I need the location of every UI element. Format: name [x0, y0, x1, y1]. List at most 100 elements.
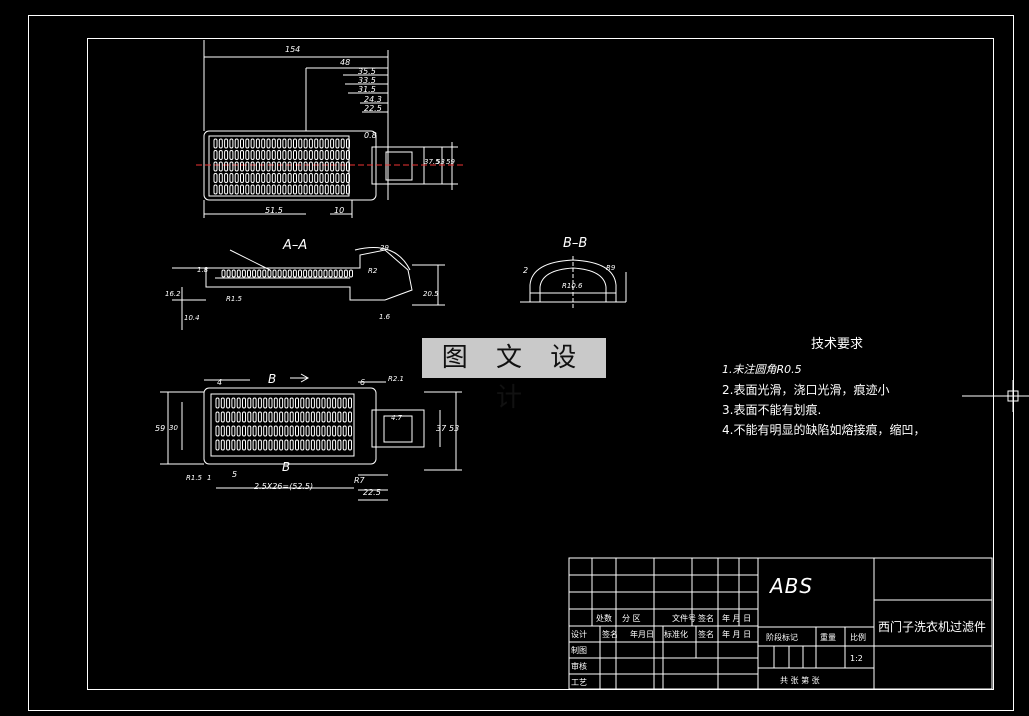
- slot: [293, 138, 297, 149]
- tb-header-cell: 文件号: [672, 614, 696, 623]
- slot: [342, 439, 347, 451]
- slot: [340, 138, 345, 149]
- slot: [308, 150, 313, 160]
- slot: [240, 161, 244, 172]
- slot: [303, 173, 308, 183]
- slot: [292, 269, 297, 278]
- slot: [224, 138, 229, 149]
- slot: [346, 138, 350, 149]
- slot: [298, 138, 303, 149]
- slot: [213, 138, 218, 149]
- slot: [250, 184, 255, 195]
- slot: [229, 138, 234, 149]
- slot: [213, 150, 218, 160]
- slot: [221, 269, 226, 278]
- slot: [252, 439, 257, 451]
- slot: [250, 173, 255, 183]
- top-view: [196, 40, 466, 218]
- tb-stage-label: 阶段标记: [766, 633, 798, 642]
- slot: [220, 439, 225, 451]
- slot: [263, 439, 268, 451]
- dim-label: 5: [232, 470, 238, 479]
- slot: [252, 397, 257, 409]
- slot: [245, 150, 250, 160]
- slot: [335, 150, 340, 160]
- slot: [273, 439, 278, 451]
- slot: [328, 269, 333, 278]
- slot: [263, 397, 268, 409]
- slot: [314, 173, 319, 183]
- tb-design-cell: 年月日: [630, 630, 654, 639]
- dim-label: 53: [449, 424, 460, 433]
- slot: [279, 425, 284, 437]
- slot: [338, 269, 343, 278]
- slot: [310, 425, 315, 437]
- slot: [340, 173, 345, 183]
- slot: [319, 184, 324, 195]
- note-item: 3.表面不能有划痕.: [722, 403, 822, 417]
- slot: [250, 161, 255, 172]
- slot: [267, 269, 272, 278]
- slot: [247, 411, 252, 423]
- slot: [234, 184, 239, 195]
- slot: [236, 425, 241, 437]
- dim-label: 0.8: [364, 131, 377, 140]
- slot: [337, 397, 342, 409]
- slot: [346, 173, 350, 183]
- slot: [308, 161, 313, 172]
- dim-label: R7: [354, 476, 365, 485]
- slot: [236, 269, 241, 278]
- slot: [305, 439, 310, 451]
- slot: [314, 138, 319, 149]
- slot: [215, 411, 220, 423]
- dim-label: 20.5: [423, 290, 439, 298]
- slot: [303, 269, 308, 278]
- slot: [257, 439, 262, 451]
- slot: [261, 184, 266, 195]
- slot: [335, 138, 340, 149]
- section-aa-label: A–A: [283, 238, 308, 253]
- slot: [252, 411, 257, 423]
- slot: [348, 439, 352, 451]
- dim-label: 33.5: [358, 76, 376, 85]
- slot: [340, 184, 345, 195]
- slot: [240, 173, 244, 183]
- slot: [298, 173, 303, 183]
- slot: [252, 269, 257, 278]
- slot: [298, 269, 302, 278]
- slot: [318, 269, 323, 278]
- slot: [255, 150, 260, 160]
- slot: [313, 269, 318, 278]
- slot: [303, 184, 308, 195]
- slot: [268, 411, 273, 423]
- slot: [300, 425, 305, 437]
- slot: [316, 439, 321, 451]
- slot: [268, 439, 273, 451]
- slot: [282, 150, 287, 160]
- slot: [282, 138, 287, 149]
- slot: [342, 397, 347, 409]
- slot: [330, 184, 335, 195]
- slot: [340, 161, 345, 172]
- section-bb-view: [520, 256, 627, 310]
- slot: [289, 397, 294, 409]
- slot: [310, 411, 315, 423]
- slot: [229, 173, 234, 183]
- slot: [282, 161, 287, 172]
- slot: [332, 411, 337, 423]
- slot: [266, 161, 271, 172]
- tb-sheets: 共 张 第 张: [780, 676, 820, 685]
- slot: [271, 150, 276, 160]
- slot: [287, 173, 292, 183]
- tb-row-label: 审核: [571, 662, 587, 671]
- tb-part-name: 西门子洗衣机过滤件: [878, 620, 987, 634]
- dim-label: 22.5: [364, 104, 382, 113]
- slot: [342, 411, 347, 423]
- slot: [271, 184, 276, 195]
- slot: [332, 397, 337, 409]
- slot: [284, 397, 289, 409]
- slot: [218, 161, 223, 172]
- slot: [218, 150, 223, 160]
- slot: [289, 425, 294, 437]
